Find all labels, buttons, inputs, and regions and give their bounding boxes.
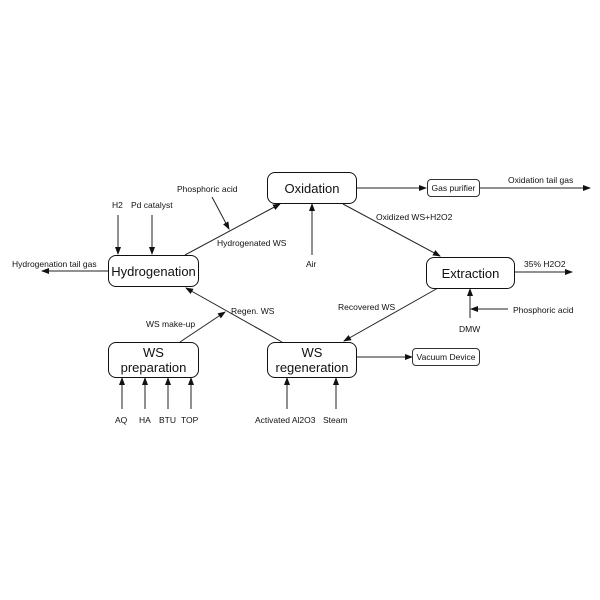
ws-regeneration-label-line1: WS (301, 345, 323, 360)
oxidation-node: Oxidation (267, 172, 357, 204)
btu-label: BTU (159, 415, 176, 425)
vacuum-device-label: Vacuum Device (416, 351, 476, 362)
hydrogenated-ws-label: Hydrogenated WS (217, 238, 287, 248)
ws-make-up-label: WS make-up (146, 319, 196, 329)
dmw-label: DMW (459, 324, 481, 334)
activated-al2o3-label: Activated Al2O3 (255, 415, 316, 425)
ws-regeneration-label-line2: regeneration (275, 360, 349, 375)
top-label: TOP (181, 415, 199, 425)
ha-label: HA (139, 415, 151, 425)
oxidation-label: Oxidation (284, 180, 340, 196)
gas-purifier-label: Gas purifier (431, 182, 476, 193)
air-label: Air (306, 259, 317, 269)
hydrogenation-label: Hydrogenation (111, 263, 196, 279)
vacuum-device-node: Vacuum Device (412, 348, 480, 366)
ws-preparation-label-line2: preparation (120, 360, 187, 375)
aq-label: AQ (115, 415, 128, 425)
regen-ws-label: Regen. WS (231, 306, 275, 316)
hydrogenation-node: Hydrogenation (108, 255, 199, 287)
oxidation-tail-gas-label: Oxidation tail gas (508, 175, 574, 185)
steam-label: Steam (323, 415, 348, 425)
ws-preparation-node: WS preparation (108, 342, 199, 378)
gas-purifier-node: Gas purifier (427, 179, 480, 197)
ws-regeneration-node: WS regeneration (267, 342, 357, 378)
phosphoric-acid-top-label: Phosphoric acid (177, 184, 238, 194)
h2o2-35-label: 35% H2O2 (524, 259, 566, 269)
h2-label: H2 (112, 200, 123, 210)
hydrogenation-tail-gas-label: Hydrogenation tail gas (12, 259, 97, 269)
oxidized-ws-h2o2-label: Oxidized WS+H2O2 (376, 212, 453, 222)
recovered-ws-label: Recovered WS (338, 302, 396, 312)
extraction-node: Extraction (426, 257, 515, 289)
phosphoric-acid-right-label: Phosphoric acid (513, 305, 574, 315)
pd-catalyst-label: Pd catalyst (131, 200, 173, 210)
extraction-label: Extraction (441, 265, 500, 281)
ws-preparation-label-line1: WS (143, 345, 164, 360)
